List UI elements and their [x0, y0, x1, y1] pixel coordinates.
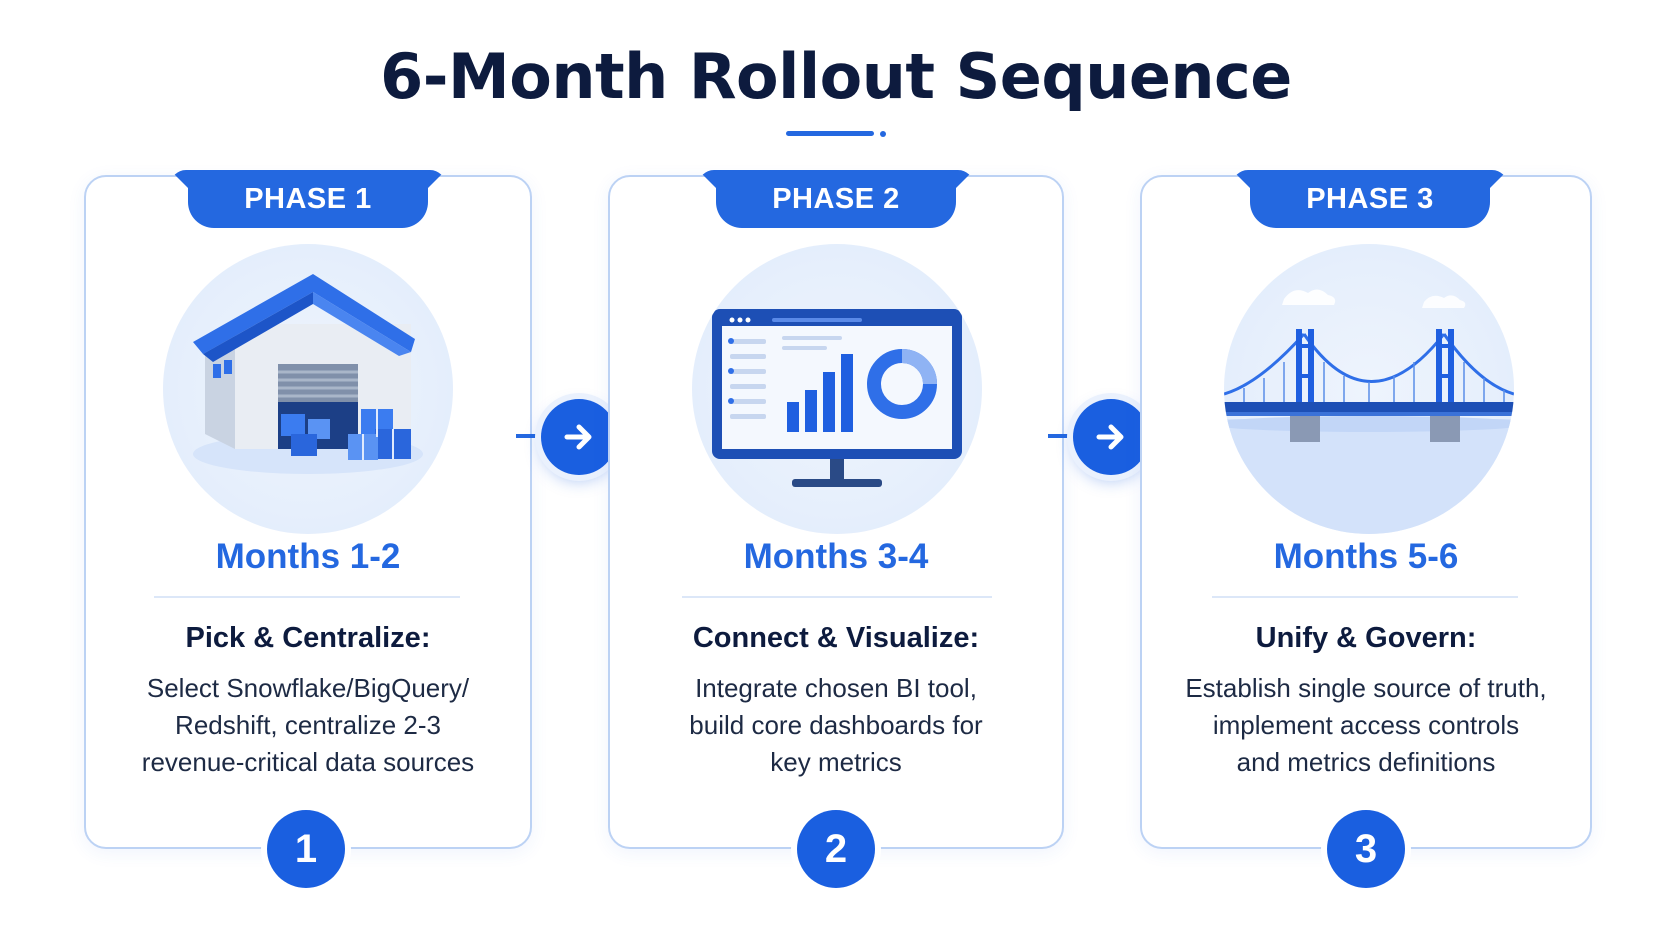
phase-number-2: 2 [797, 810, 875, 888]
phase-heading-2: Connect & Visualize: [692, 622, 980, 654]
dashboard-monitor-icon [692, 244, 982, 534]
phase-description-line: implement access controls [1212, 710, 1520, 740]
phase-description-line: key metrics [770, 747, 902, 777]
phase-heading-1: Pick & Centralize: [185, 622, 431, 654]
phase-description-line: revenue-critical data sources [141, 747, 475, 777]
phase-description-line: and metrics definitions [1236, 747, 1496, 777]
phase-description-line: build core dashboards for [689, 710, 983, 740]
phase-months-1: Months 1-2 [215, 537, 401, 576]
phase-description-line: Select Snowflake/BigQuery/ [146, 673, 470, 703]
page-title: 6-Month Rollout Sequence [380, 40, 1292, 113]
arrow-right-icon [541, 399, 617, 475]
phase-tab-1: PHASE 1 [188, 170, 428, 228]
phase-months-2: Months 3-4 [743, 537, 929, 576]
phase-tab-3: PHASE 3 [1250, 170, 1490, 228]
bridge-icon [1224, 244, 1514, 534]
phase-number-1: 1 [267, 810, 345, 888]
phase-number-3: 3 [1327, 810, 1405, 888]
phase-divider-2 [682, 596, 992, 598]
phase-description-line: Integrate chosen BI tool, [695, 673, 977, 703]
phase-description-2: Integrate chosen BI tool, build core das… [616, 670, 1056, 781]
arrow-right-icon [1073, 399, 1149, 475]
warehouse-icon [163, 244, 453, 534]
phase-description-line: Redshift, centralize 2-3 [175, 710, 441, 740]
phase-description-line: Establish single source of truth, [1185, 673, 1547, 703]
phase-divider-1 [154, 596, 460, 598]
title-underline-dot [880, 131, 886, 137]
phase-months-3: Months 5-6 [1273, 537, 1459, 576]
phase-heading-3: Unify & Govern: [1255, 622, 1477, 654]
title-underline [786, 131, 874, 136]
phase-description-1: Select Snowflake/BigQuery/ Redshift, cen… [88, 670, 528, 781]
phase-divider-3 [1212, 596, 1518, 598]
phase-description-3: Establish single source of truth, implem… [1146, 670, 1586, 781]
phase-tab-2: PHASE 2 [716, 170, 956, 228]
